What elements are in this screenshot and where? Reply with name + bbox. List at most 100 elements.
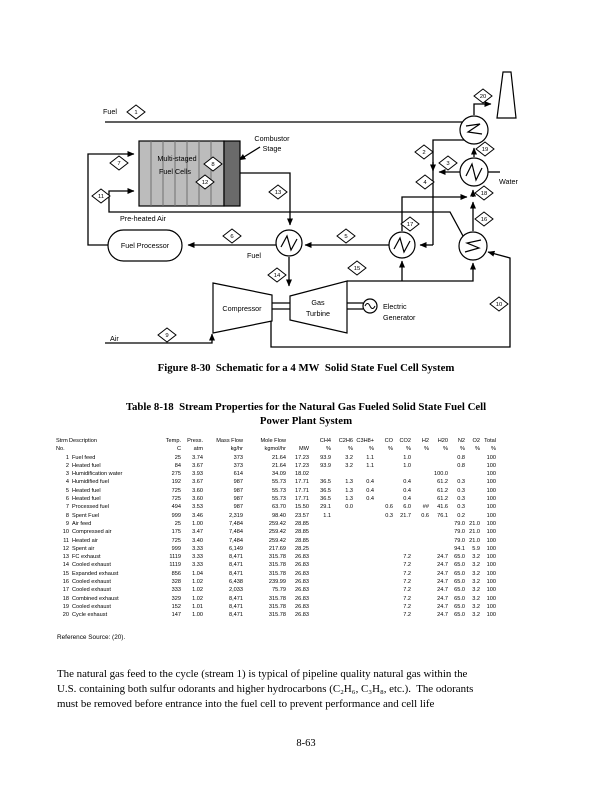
stream-value-cell (448, 470, 465, 478)
shaft-turbine-generator (347, 302, 363, 310)
stream-value-cell: 100 (486, 462, 496, 469)
stream-value-cell: 0.6 (421, 512, 429, 519)
stream-value-cell: 147 (171, 612, 181, 619)
stream-value-cell: 0.4 (366, 496, 374, 503)
column-header: Temp. (165, 438, 181, 444)
stream-value-cell: 26.83 (295, 579, 309, 586)
column-header (69, 445, 157, 453)
stream-value-cell: 6,438 (229, 579, 243, 586)
stream-description-cell: Cooled exhaust (72, 603, 111, 610)
stream-value-cell: 7.2 (403, 570, 411, 577)
stream-value-cell (353, 520, 374, 528)
stream-value-cell: 3.60 (192, 487, 203, 494)
column-header: O2 (472, 438, 480, 444)
multistaged-label-1: Multi-staged (157, 154, 196, 163)
stream-value-cell: 100 (486, 554, 496, 561)
stream-value-cell (411, 537, 429, 545)
stream-value-cell (393, 520, 411, 528)
stream-value-cell: 17.71 (295, 479, 309, 486)
stream-value-cell: 987 (233, 504, 243, 511)
stream-value-cell: 6 (65, 496, 69, 503)
column-header: C2H6 (338, 438, 353, 444)
stream-value-cell: 26.83 (295, 595, 309, 602)
stream-value-cell: 75.79 (272, 587, 286, 594)
stream-value-cell: 24.7 (437, 570, 448, 577)
stream-value-cell: 0.3 (457, 479, 465, 486)
stream-value-cell (411, 470, 429, 478)
stream-value-cell: 63.70 (272, 504, 286, 511)
stream-value-cell: 1119 (169, 562, 181, 569)
body-line-2: U.S. containing both sulfur odorants and… (57, 682, 474, 695)
stream-value-cell (353, 578, 374, 586)
stream-value-cell: 7.2 (403, 579, 411, 586)
stream-value-cell: 3.2 (472, 579, 480, 586)
stream-value-cell: 100 (486, 520, 496, 527)
stream-value-cell: 0.3 (457, 504, 465, 511)
stream-value-cell: 1.1 (366, 454, 374, 461)
column-header: % (406, 446, 411, 453)
stream-value-cell: 275 (171, 471, 181, 478)
stream-value-cell (309, 528, 331, 536)
stream-value-cell (353, 470, 374, 478)
stream-value-cell (465, 487, 480, 495)
stream-value-cell: 18 (62, 595, 69, 602)
stream-description-cell: Heated fuel (72, 462, 101, 469)
stream-value-cell: 28.85 (295, 529, 309, 536)
stream-description-cell: Cooled exhaust (72, 579, 111, 586)
stream-value-cell (411, 586, 429, 594)
stream-value-cell: 7.2 (403, 595, 411, 602)
stream-value-cell: 100 (486, 479, 496, 486)
stream-value-cell: 100 (486, 579, 496, 586)
stream-value-cell: 79.0 (454, 529, 465, 536)
column-header: N2 (457, 438, 465, 444)
stream-value-cell: 100 (486, 595, 496, 602)
stream-value-cell: 8,471 (229, 603, 243, 610)
stream-description-cell: Cooled exhaust (72, 587, 111, 594)
column-header: kgmol/hr (264, 446, 286, 453)
stream-value-cell: 1.1 (323, 512, 331, 519)
heated-fuel-line (432, 139, 466, 245)
stream-value-cell: 614 (233, 471, 243, 478)
stream-value-cell: 0.4 (366, 479, 374, 486)
stream-value-cell: 8,471 (229, 554, 243, 561)
stream-value-cell (331, 570, 353, 578)
processed-fuel-line (87, 151, 135, 246)
stream-value-cell (374, 545, 393, 553)
stream-value-cell: 21.0 (469, 529, 480, 536)
fuel-top-label: Fuel (103, 107, 117, 116)
stream-number: 6 (230, 234, 234, 240)
stream-value-cell: 152 (171, 603, 181, 610)
stream-value-cell: 61.2 (437, 479, 448, 486)
stream-value-cell: 0.3 (385, 512, 393, 519)
stream-number: 16 (481, 217, 488, 223)
stream-description-cell: Heated air (72, 537, 98, 544)
stream-value-cell: 100 (486, 612, 496, 619)
body-line-1: The natural gas feed to the cycle (strea… (57, 668, 468, 680)
stream-value-cell: 15 (62, 570, 69, 577)
stream-value-cell (374, 595, 393, 603)
air-feed-line (105, 333, 215, 344)
stream-value-cell: 315.78 (268, 562, 286, 569)
stream-value-cell: 8,471 (229, 595, 243, 602)
stream-value-cell (353, 503, 374, 511)
stream-value-cell: 36.5 (320, 487, 331, 494)
stream-value-cell (374, 578, 393, 586)
column-header: CO (384, 438, 393, 444)
stream-value-cell (309, 603, 331, 611)
stream-value-cell: 315.78 (268, 570, 286, 577)
stream-number: 12 (202, 180, 209, 186)
stream-value-cell (353, 595, 374, 603)
stream-value-cell (309, 611, 331, 619)
stream-diamond (489, 296, 509, 312)
stream-diamond (474, 185, 494, 201)
stream-value-cell: 28.85 (295, 520, 309, 527)
stream-value-cell: 55.73 (272, 496, 286, 503)
stream-value-cell: 65.0 (454, 603, 465, 610)
column-header: atm (193, 446, 203, 453)
stream-diamond (474, 211, 494, 227)
stream-value-cell: 8,471 (229, 562, 243, 569)
